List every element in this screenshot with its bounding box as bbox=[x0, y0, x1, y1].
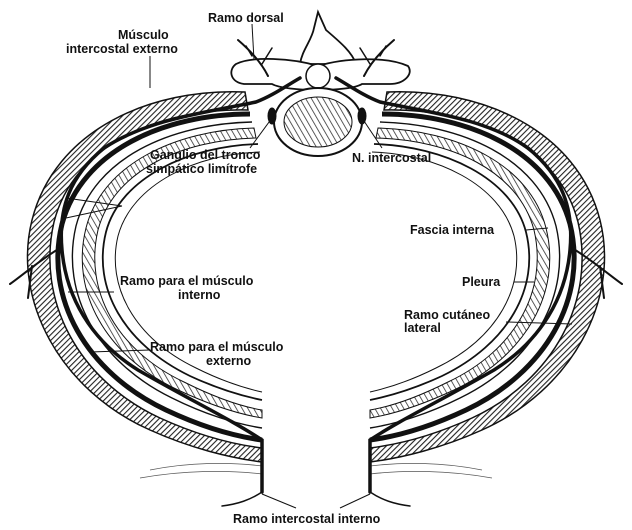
label-externo-line2: externo bbox=[206, 355, 251, 368]
label-ramo-dorsal: Ramo dorsal bbox=[208, 12, 284, 25]
label-interno-line2: interno bbox=[178, 289, 220, 302]
label-fascia-interna: Fascia interna bbox=[410, 224, 494, 237]
label-ramo-intercostal-interno: Ramo intercostal interno bbox=[233, 513, 380, 526]
label-musculo-line1: Músculo bbox=[118, 29, 169, 42]
label-externo-line1: Ramo para el músculo bbox=[150, 341, 283, 354]
label-pleura: Pleura bbox=[462, 276, 500, 289]
label-musculo-line2: intercostal externo bbox=[66, 43, 178, 56]
label-ganglio-line2: simpático limítrofe bbox=[146, 163, 257, 176]
label-ganglio-line1: Ganglio del tronco bbox=[150, 149, 260, 162]
anterior-wall-lines bbox=[140, 463, 492, 478]
label-interno-line1: Ramo para el músculo bbox=[120, 275, 253, 288]
pleura-lines bbox=[103, 144, 529, 400]
label-cutaneo-line2: lateral bbox=[404, 322, 441, 335]
label-n-intercostal: N. intercostal bbox=[352, 152, 431, 165]
